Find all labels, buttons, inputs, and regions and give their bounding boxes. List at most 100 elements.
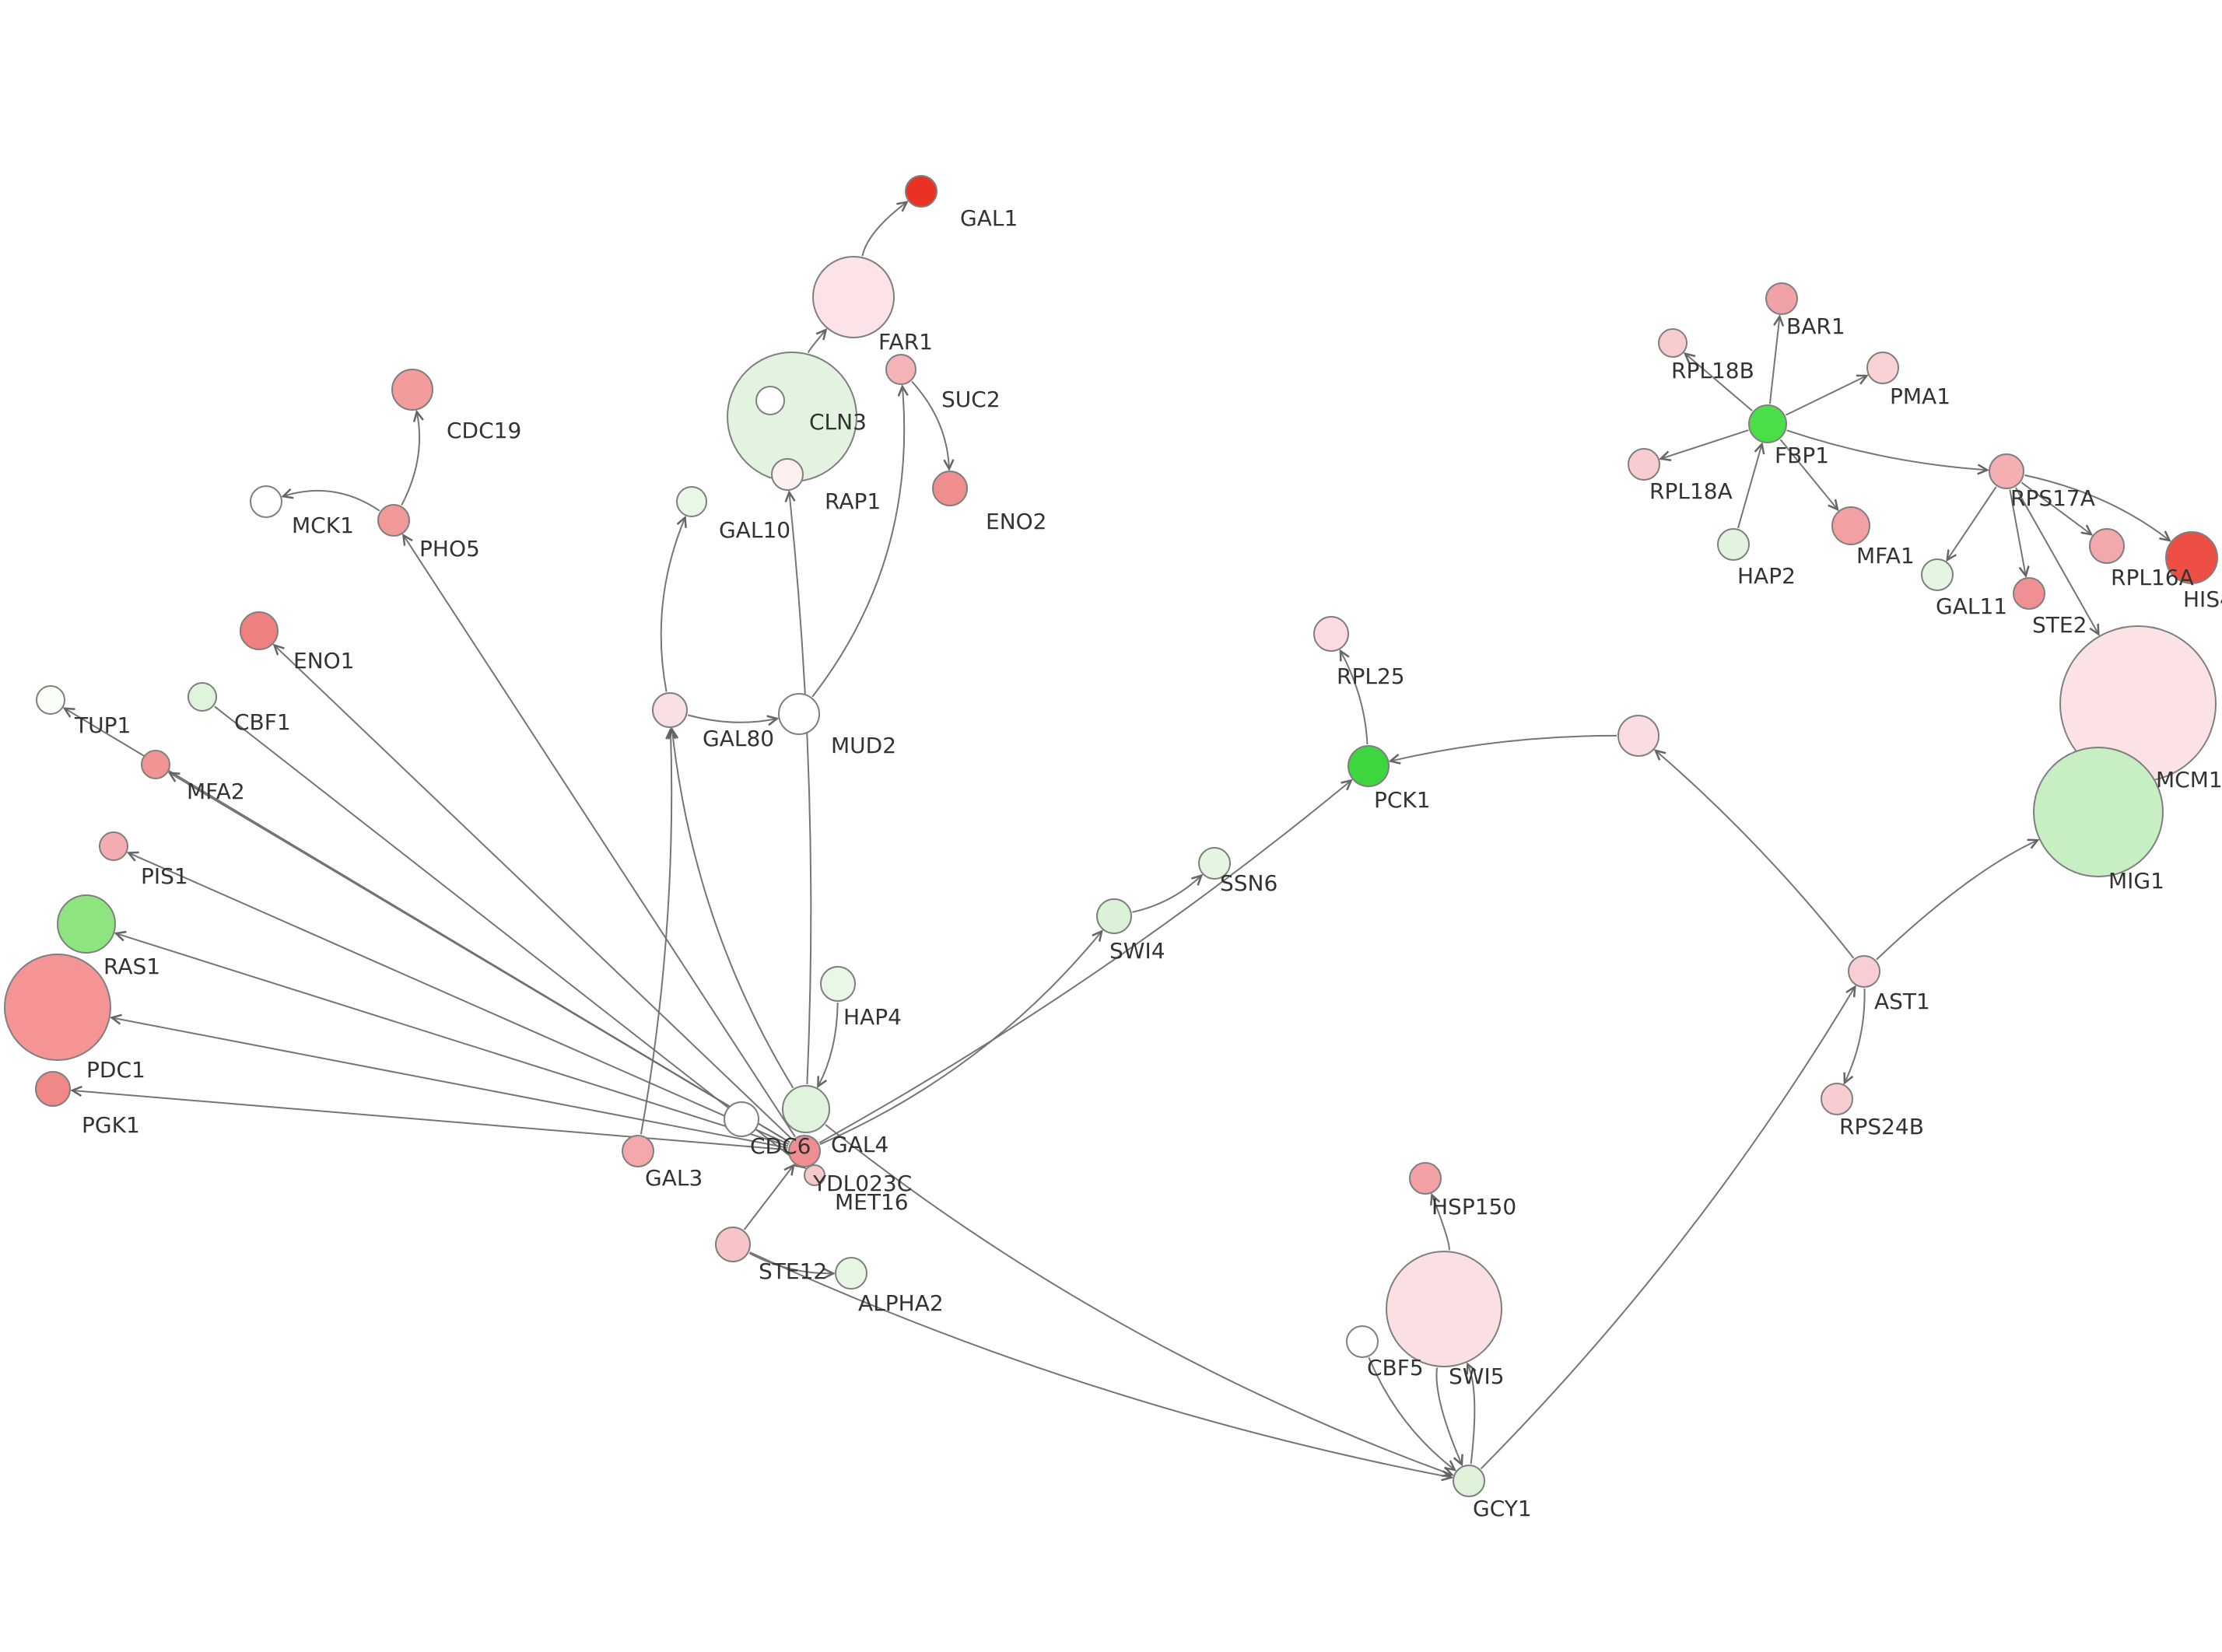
node-fbp1[interactable] xyxy=(1748,404,1787,443)
node-gcy1[interactable] xyxy=(1453,1465,1485,1497)
edge-ydl023c-pho5[interactable] xyxy=(404,536,796,1138)
node-rps17a[interactable] xyxy=(1989,453,2024,489)
node-his4[interactable] xyxy=(2165,531,2218,584)
node-node1[interactable] xyxy=(1617,715,1659,757)
node-pho5[interactable] xyxy=(377,504,410,537)
edge-fbp1-rpl18a[interactable] xyxy=(1662,429,1749,458)
node-hsp150[interactable] xyxy=(1409,1162,1442,1195)
node-mfa1[interactable] xyxy=(1831,506,1870,545)
node-mck1[interactable] xyxy=(250,485,282,518)
edge-ydl023c-ras1[interactable] xyxy=(117,933,789,1147)
edge-gal80-gal10[interactable] xyxy=(660,518,685,692)
node-gal4[interactable] xyxy=(782,1085,830,1133)
node-pdc1[interactable] xyxy=(4,954,111,1061)
node-bar1[interactable] xyxy=(1765,282,1798,315)
node-swi5[interactable] xyxy=(1386,1251,1502,1367)
node-alpha2[interactable] xyxy=(835,1257,867,1290)
edge-rps17a-his4[interactable] xyxy=(2024,474,2169,540)
edge-swi4-ssn6[interactable] xyxy=(1132,876,1200,913)
edge-ste12-ydl023c[interactable] xyxy=(743,1166,794,1230)
node-hap2[interactable] xyxy=(1717,528,1750,561)
node-gal1[interactable] xyxy=(905,175,938,208)
node-mud2[interactable] xyxy=(778,693,820,735)
edge-pho5-mck1[interactable] xyxy=(284,491,380,512)
edge-gal4-rap1[interactable] xyxy=(790,493,812,1085)
node-rpl25[interactable] xyxy=(1313,616,1349,652)
edge-fbp1-rps17a[interactable] xyxy=(1786,429,1986,470)
edge-gal3-gal80[interactable] xyxy=(640,730,671,1135)
node-gal11[interactable] xyxy=(1921,558,1954,591)
edge-ast1-mig1[interactable] xyxy=(1876,841,2037,961)
node-pck1[interactable] xyxy=(1348,745,1390,787)
edge-ast1-rps24b[interactable] xyxy=(1845,988,1866,1082)
node-pis1[interactable] xyxy=(99,831,128,861)
node-cbf1[interactable] xyxy=(188,682,217,712)
node-mfa2[interactable] xyxy=(141,750,170,779)
node-node2[interactable] xyxy=(755,386,785,415)
edge-rps17a-rpl16a[interactable] xyxy=(2020,481,2091,534)
node-tup1[interactable] xyxy=(36,685,65,715)
node-hap4[interactable] xyxy=(820,966,856,1002)
edge-pho5-cdc19[interactable] xyxy=(401,412,419,506)
edge-cln3-far1[interactable] xyxy=(807,331,825,353)
edge-hap4-gal4[interactable] xyxy=(818,1002,839,1086)
node-rpl18b[interactable] xyxy=(1658,328,1688,358)
node-ssn6[interactable] xyxy=(1198,847,1231,880)
edge-ydl023c-mfa2[interactable] xyxy=(170,773,790,1143)
edge-rps17a-mcm1[interactable] xyxy=(2014,487,2098,634)
node-ras1[interactable] xyxy=(57,894,116,954)
edge-fbp1-pma1[interactable] xyxy=(1785,376,1866,416)
edge-ste12-alpha2[interactable] xyxy=(748,1252,832,1273)
node-rps24b[interactable] xyxy=(1821,1083,1853,1115)
node-rpl18a[interactable] xyxy=(1628,448,1660,481)
edge-fbp1-bar1[interactable] xyxy=(1768,317,1779,404)
edge-gcy1-swi5[interactable] xyxy=(1468,1365,1475,1465)
node-swi4[interactable] xyxy=(1096,898,1132,934)
edge-node1-pck1[interactable] xyxy=(1391,734,1617,761)
edge-fbp1-mfa1[interactable] xyxy=(1779,439,1837,509)
edge-gal80-mud2[interactable] xyxy=(687,714,776,723)
node-ste12[interactable] xyxy=(715,1227,751,1262)
edge-ydl023c-pis1[interactable] xyxy=(129,853,790,1146)
node-rpl16a[interactable] xyxy=(2089,528,2125,564)
edge-far1-gal1[interactable] xyxy=(861,202,906,257)
node-mig1[interactable] xyxy=(2033,747,2164,877)
edge-rps17a-gal11[interactable] xyxy=(1947,486,1997,559)
edge-fbp1-rpl18b[interactable] xyxy=(1686,354,1753,411)
node-cdc19[interactable] xyxy=(391,369,433,411)
node-cbf5[interactable] xyxy=(1346,1325,1379,1358)
node-ast1[interactable] xyxy=(1848,955,1880,988)
node-eno2[interactable] xyxy=(932,471,968,506)
edge-cbf5-gcy1[interactable] xyxy=(1368,1356,1454,1469)
edge-suc2-eno2[interactable] xyxy=(911,380,949,469)
edge-rps17a-ste2[interactable] xyxy=(2009,489,2025,576)
edge-ydl023c-pdc1[interactable] xyxy=(113,1018,788,1149)
node-pma1[interactable] xyxy=(1866,352,1899,384)
node-gal10[interactable] xyxy=(676,486,707,517)
edge-ast1-node1[interactable] xyxy=(1656,751,1855,959)
edge-gal4-gcy1[interactable] xyxy=(825,1124,1451,1475)
node-met16[interactable] xyxy=(804,1164,825,1186)
node-suc2[interactable] xyxy=(885,354,916,385)
edge-ydl023c-pck1[interactable] xyxy=(818,781,1351,1144)
node-pgk1[interactable] xyxy=(35,1071,71,1107)
edge-ste12-gcy1[interactable] xyxy=(749,1251,1451,1477)
edge-gcy1-ast1[interactable] xyxy=(1480,988,1855,1470)
node-gal3[interactable] xyxy=(622,1135,654,1167)
node-gal80[interactable] xyxy=(652,692,688,728)
node-ste2[interactable] xyxy=(2013,577,2045,610)
node-cdc6[interactable] xyxy=(724,1101,759,1137)
edge-pck1-rpl25[interactable] xyxy=(1341,652,1369,745)
edge-gal4-gal80[interactable] xyxy=(672,730,794,1089)
node-far1[interactable] xyxy=(812,256,895,338)
node-ydl023c[interactable] xyxy=(788,1135,821,1167)
edge-swi5-gcy1[interactable] xyxy=(1435,1367,1461,1465)
node-eno1[interactable] xyxy=(240,611,279,650)
edge-hap2-fbp1[interactable] xyxy=(1737,445,1761,529)
edge-swi5-hsp150[interactable] xyxy=(1432,1195,1450,1251)
edge-ydl023c-pgk1[interactable] xyxy=(73,1090,788,1151)
node-rap1[interactable] xyxy=(771,458,804,491)
edge-ydl023c-swi4[interactable] xyxy=(819,932,1101,1146)
edge-mud2-suc2[interactable] xyxy=(811,387,904,698)
